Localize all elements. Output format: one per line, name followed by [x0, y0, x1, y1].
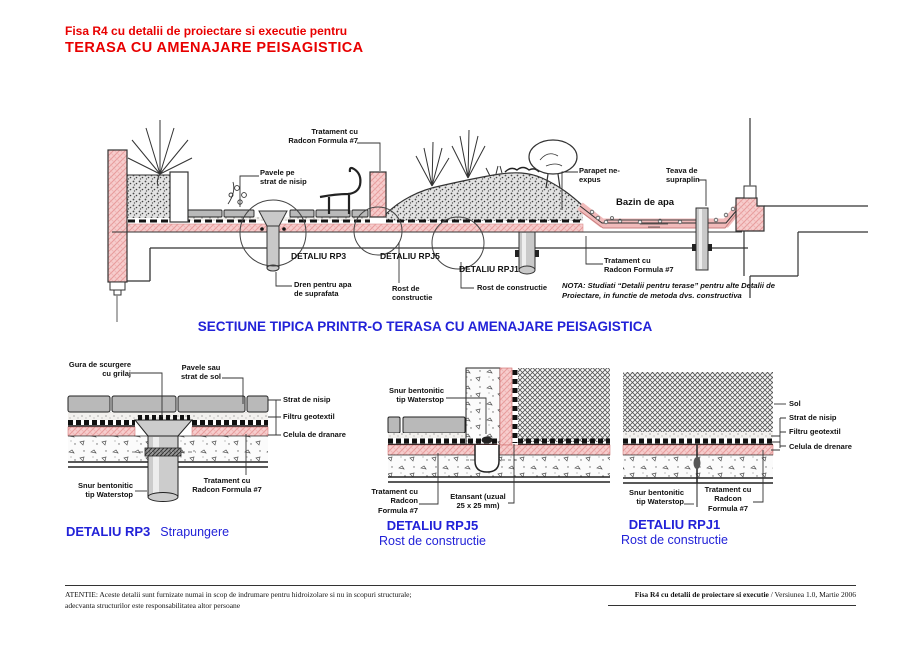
tree: [528, 139, 578, 189]
callout-detaliu-rpj5: DETALIU RPJ5: [380, 251, 440, 261]
detail-rpj1-drawing: [622, 372, 786, 507]
rp3-label-celula: Celula de dranare: [283, 430, 346, 439]
label-rost-rpj5: Rost de constructie: [392, 284, 433, 303]
footer-disclaimer-line2: adecvanta structurilor este responsabili…: [65, 601, 241, 611]
rpj1-label-tratament: Tratament cu Radcon Formula #7: [704, 485, 752, 513]
label-dren: Dren pentru apa de suprafata: [294, 280, 352, 299]
callout-detaliu-rp3: DETALIU RP3: [291, 251, 347, 261]
water-basin: [577, 201, 746, 229]
rp3-label-filtru: Filtru geotextil: [283, 412, 335, 421]
plant-yucca: [127, 120, 193, 187]
detail-rpj5-drawing: [387, 367, 611, 505]
plants-mound: [415, 129, 503, 187]
rpj5-title-sub: Rost de constructie: [379, 533, 486, 548]
rp3-label-pavele: Pavele sau strat de sol: [180, 363, 221, 382]
rpj1-title-sub: Rost de constructie: [621, 532, 728, 547]
plant-vine: [227, 181, 247, 205]
rpj5-leader-lines: [419, 397, 515, 505]
note-text: NOTA: Studiati “Detalii pentru terase” p…: [562, 281, 775, 300]
section-title: SECTIUNE TIPICA PRINTR-O TERASA CU AMENA…: [197, 319, 653, 334]
label-rost-rpj1: Rost de constructie: [477, 283, 548, 292]
rpj5-label-snur: Snur bentonitic tip Waterstop: [389, 386, 444, 405]
label-parapet: Parapet ne- expus: [579, 166, 620, 185]
surface-drain: [258, 210, 288, 272]
label-tratament-top: Tratament cu Radcon Formula #7: [288, 127, 358, 146]
rp3-label-snur: Snur bentonitic tip Waterstop: [78, 481, 133, 500]
sheet-title-line2: TERASA CU AMENAJARE PEISAGISTICA: [65, 40, 364, 56]
bench: [319, 166, 362, 214]
footer-version-rest: / Versiunea 1.0, Martie 2006: [768, 590, 856, 599]
rp3-title-sub: Strapungere: [160, 525, 230, 539]
rpj1-title-main: DETALIU RPJ1: [628, 517, 721, 532]
footer-disclaimer-line1: ATENTIE: Aceste detalii sunt furnizate n…: [65, 590, 412, 599]
rp3-title: DETALIU RP3 Strapungere: [66, 523, 229, 541]
sheet-title-line1: Fisa R4 cu detalii de proiectare si exec…: [65, 24, 348, 38]
rp3-label-strat-nisip: Strat de nisip: [283, 395, 331, 404]
rpj5-title-main: DETALIU RPJ5: [386, 518, 479, 533]
rpj1-drain-pipe: [515, 231, 539, 275]
rpj5-label-etansant: Etansant (uzual 25 x 25 mm): [450, 492, 506, 511]
footer-version-title: Fisa R4 cu detalii de proiectare si exec…: [634, 590, 769, 599]
callout-detaliu-rpj1: DETALIU RPJ1: [459, 264, 519, 274]
rpj1-leader-lines: [684, 403, 786, 505]
label-teava: Teava de supraplin: [666, 166, 700, 185]
rp3-title-main: DETALIU RP3: [66, 524, 151, 539]
footer-rule-right: [608, 605, 856, 606]
footer-disclaimer: ATENTIE: Aceste detalii sunt furnizate n…: [65, 589, 545, 612]
label-bazin: Bazin de apa: [616, 197, 675, 208]
rpj1-label-strat-nisip: Strat de nisip: [789, 413, 837, 422]
detail-callout-circles: [239, 199, 485, 270]
main-leader-lines: [239, 142, 707, 289]
label-tratament-bottom: Tratament cu Radcon Formula #7: [604, 256, 674, 275]
footer-rule-top: [65, 585, 856, 586]
rp3-leader-lines: [131, 372, 281, 492]
rp3-label-tratament: Tratament cu Radcon Formula #7: [192, 476, 262, 495]
rpj1-title: DETALIU RPJ1 Rost de constructie: [592, 517, 757, 547]
rpj5-label-tratament: Tratament cu Radcon Formula #7: [371, 487, 418, 515]
rpj1-label-snur: Snur bentonitic tip Waterstop: [629, 488, 684, 507]
label-pavele: Pavele pe strat de nisip: [260, 168, 307, 187]
rpj1-label-sol: Sol: [789, 399, 801, 408]
rp3-label-gura: Gura de scurgere cu grilaj: [68, 360, 131, 379]
rpj1-label-celula: Celula de drenare: [789, 442, 852, 451]
detail-rp3-drawing: [67, 372, 281, 502]
rpj5-title: DETALIU RPJ5 Rost de constructie: [350, 518, 515, 548]
rpj1-label-filtru: Filtru geotextil: [789, 427, 841, 436]
overflow-pipe: [692, 207, 712, 271]
footer-version: Fisa R4 cu detalii de proiectare si exec…: [556, 590, 856, 599]
main-section-drawing: [107, 118, 868, 322]
